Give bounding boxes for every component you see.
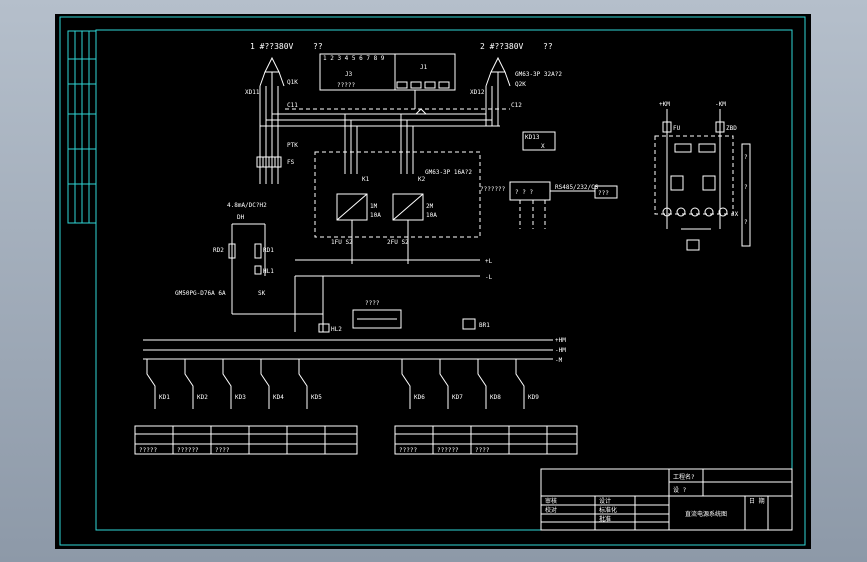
- rd-note: 4.8mA/DC?H2: [227, 202, 267, 209]
- feeder-table-left: [134, 425, 358, 455]
- rs485-label: RS485/232/CS: [555, 184, 599, 191]
- sk-label: SK: [258, 290, 266, 297]
- right-side-q3: ?: [744, 219, 748, 226]
- top-box-terminals: 1 2 3 4 5 6 7 8 9: [323, 55, 385, 62]
- bus-plus-label: +HM: [555, 337, 566, 344]
- title-block[interactable]: [540, 468, 793, 531]
- line1-label: 1 #??380V: [250, 42, 294, 51]
- ctrl-q-label: ???????: [480, 186, 506, 193]
- top-box-right: [394, 53, 456, 91]
- right-side-schematic: [654, 109, 751, 251]
- title-cell-6: 标准化: [599, 506, 617, 514]
- line2-label: 2 #??380V: [480, 42, 524, 51]
- gm-bottom-label: GM50PG-D76A 6A: [175, 290, 226, 297]
- title-cell-1: 工程名?: [673, 473, 695, 481]
- hl1-label: HL1: [263, 268, 274, 275]
- title-cell-7: 批准: [599, 515, 611, 523]
- kd13-box: [522, 131, 556, 151]
- right-r1-label: FU: [673, 125, 681, 132]
- right-side-q1: ?: [744, 154, 748, 161]
- feeder-kd1: KD1: [159, 394, 170, 401]
- title-cell-5: 设计: [599, 497, 611, 505]
- incoming-line-1-symbol: [259, 56, 285, 184]
- right-plus-label: +KM: [659, 101, 670, 108]
- line2-q: ??: [543, 42, 553, 51]
- br1-label: BR1: [479, 322, 490, 329]
- inner-frame: [95, 29, 793, 531]
- table-right-cell-2: ??????: [437, 447, 459, 454]
- m1-label: 1M: [370, 203, 378, 210]
- fs-label: FS: [287, 159, 295, 166]
- title-cell-8: 日 期: [749, 497, 765, 505]
- xd12-label: XD12: [470, 89, 485, 96]
- m2a-label: 10A: [426, 212, 437, 219]
- feeder-kd7: KD7: [452, 394, 463, 401]
- l2-label: -L: [485, 274, 493, 281]
- feeder-kd2: KD2: [197, 394, 208, 401]
- table-right-cell-3: ????: [475, 447, 490, 454]
- title-cell-3: 审核: [545, 497, 557, 505]
- m2-label: 2M: [426, 203, 434, 210]
- feeder-kd8: KD8: [490, 394, 501, 401]
- kd13-label: KD13: [525, 134, 540, 141]
- feeder-kd6: KD6: [414, 394, 425, 401]
- kd13-x: X: [541, 143, 545, 150]
- m1a-label: 10A: [370, 212, 381, 219]
- incoming-line-2-symbol: [485, 56, 511, 126]
- right-side-q2: ?: [744, 184, 748, 191]
- feeder-kd5: KD5: [311, 394, 322, 401]
- l1-label: +L: [485, 258, 493, 265]
- q2k-label: Q2K: [515, 81, 526, 88]
- title-cell-2: 设 ?: [673, 486, 687, 494]
- ext-box-label: ???: [598, 190, 609, 197]
- feeders-right: [401, 359, 525, 409]
- table-left-cell-1: ?????: [139, 447, 157, 454]
- s1-label: 1FU S2: [331, 239, 353, 246]
- xd11-label: XD11: [245, 89, 260, 96]
- top-box-left-code: J3: [345, 71, 353, 78]
- q1k-label: Q1K: [287, 79, 298, 86]
- bus-m-label: -M: [555, 357, 563, 364]
- title-name: 直流电源系统图: [685, 510, 727, 518]
- controller-box-label: ? ? ?: [515, 189, 533, 196]
- c12-label: C12: [511, 102, 522, 109]
- feeder-kd9: KD9: [528, 394, 539, 401]
- line1-q: ??: [313, 42, 323, 51]
- gm-top-label: GM63-3P 32A?2: [515, 71, 562, 78]
- hl2-label: HL2: [331, 326, 342, 333]
- k2-label: K2: [418, 176, 426, 183]
- right-minus-label: -KM: [715, 101, 726, 108]
- right-r2-label: ZBD: [726, 125, 737, 132]
- outer-frame: [59, 16, 806, 546]
- cad-viewport[interactable]: 1 #??380V 2 #??380V ?? ?? XD11 Q1K C11 P…: [55, 14, 811, 549]
- right-jx-label: JX: [731, 211, 739, 218]
- table-left-cell-2: ??????: [177, 447, 199, 454]
- top-box-left-sub: ?????: [337, 82, 355, 89]
- c11-label: C11: [287, 102, 298, 109]
- feeder-kd3: KD3: [235, 394, 246, 401]
- k1-label: K1: [362, 176, 370, 183]
- table-left-cell-3: ????: [215, 447, 230, 454]
- ext-box: [594, 185, 618, 199]
- rectifier-module: [314, 151, 481, 238]
- dh-label: DH: [237, 214, 245, 221]
- meter-box: [352, 309, 402, 329]
- meter-q-label: ????: [365, 300, 380, 307]
- feeder-kd4: KD4: [273, 394, 284, 401]
- feeders-left: [146, 359, 308, 409]
- rd1-label: RD1: [263, 247, 274, 254]
- bus-minus-label: -HM: [555, 347, 566, 354]
- title-cell-4: 校对: [545, 506, 557, 514]
- table-right-cell-1: ?????: [399, 447, 417, 454]
- ptk-label: PTK: [287, 142, 298, 149]
- rd2-label: RD2: [213, 247, 224, 254]
- gm-mid-label: GM63-3P 16A?2: [425, 169, 472, 176]
- top-box-right-code: J1: [420, 64, 428, 71]
- schematic-drawing: 1 #??380V 2 #??380V ?? ?? XD11 Q1K C11 P…: [59, 16, 806, 546]
- feeder-table-right: [394, 425, 578, 455]
- s2-label: 2FU S2: [387, 239, 409, 246]
